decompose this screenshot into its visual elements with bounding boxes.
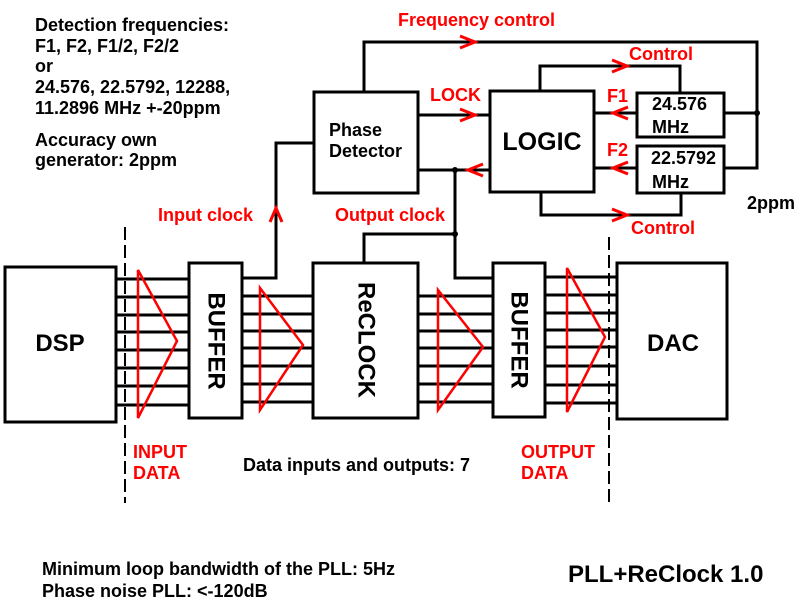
oscillator-accuracy-label: 2ppm xyxy=(747,193,795,213)
input-buffer-label: BUFFER xyxy=(203,292,230,389)
f2-arrow-icon xyxy=(608,160,629,176)
f1-arrow-icon xyxy=(608,105,629,121)
junction-dot xyxy=(452,167,458,173)
output-clock-arrow-icon xyxy=(463,162,484,178)
input-data-label: INPUT xyxy=(133,442,187,462)
oscillator-2-block: 22.5792 MHz xyxy=(635,144,726,195)
data-flow-triangle-icon xyxy=(565,267,607,413)
detection-line: 11.2896 MHz +-20ppm xyxy=(35,98,221,118)
data-flow-triangle-icon xyxy=(436,286,485,414)
control-top-arrow-icon xyxy=(611,58,632,74)
data-flow-triangle-icon xyxy=(258,284,305,415)
detection-line: 24.576, 22.5792, 12288, xyxy=(35,77,230,97)
logic-label: LOGIC xyxy=(502,128,581,156)
data-io-count-label: Data inputs and outputs: 7 xyxy=(243,455,470,475)
oscillator-2-unit: MHz xyxy=(652,172,689,192)
footer-line: Phase noise PLL: <-120dB xyxy=(42,581,268,601)
output-data-label: OUTPUT xyxy=(521,442,595,462)
frequency-control-label: Frequency control xyxy=(398,10,555,30)
accuracy-line: Accuracy own xyxy=(35,130,157,150)
input-buffer-block: BUFFER xyxy=(187,261,244,420)
data-flow-triangle-icon xyxy=(136,269,179,419)
oscillator-1-unit: MHz xyxy=(652,117,689,137)
output-clock-buffer-wire xyxy=(453,168,495,280)
phase-detector-block: Phase Detector xyxy=(312,90,420,195)
control-top-wire xyxy=(538,64,682,95)
input-data-label: DATA xyxy=(133,463,180,483)
input-clock-arrow-icon xyxy=(268,204,284,223)
oscillator-1-frequency: 24.576 xyxy=(652,94,707,114)
detection-line: F1, F2, F1/2, F2/2 xyxy=(35,36,179,56)
lock-label: LOCK xyxy=(430,85,481,105)
diagram-title: PLL+ReClock 1.0 xyxy=(568,561,763,588)
control-bottom-wire xyxy=(539,190,683,217)
logic-block: LOGIC xyxy=(488,89,596,194)
dsp-block: DSP xyxy=(3,265,118,424)
f2-label: F2 xyxy=(607,140,628,160)
control-bottom-arrow-icon xyxy=(611,207,632,223)
output-buffer-label: BUFFER xyxy=(506,291,533,388)
dac-block: DAC xyxy=(615,261,729,421)
f1-label: F1 xyxy=(607,86,628,106)
phase-detector-label: Phase xyxy=(329,120,382,140)
control-bottom-label: Control xyxy=(631,218,695,238)
frequency-control-wire xyxy=(362,40,759,170)
detection-line: or xyxy=(35,56,53,76)
lock-arrow-icon xyxy=(459,107,480,123)
footer-line: Minimum loop bandwidth of the PLL: 5Hz xyxy=(42,559,395,579)
bus-buffer-to-dac xyxy=(545,275,617,405)
output-data-label: DATA xyxy=(521,463,568,483)
reclock-block: ReCLOCK xyxy=(311,261,420,420)
output-clock-label: Output clock xyxy=(335,205,446,225)
detection-notes: Detection frequencies: F1, F2, F1/2, F2/… xyxy=(35,15,230,118)
dac-label: DAC xyxy=(647,330,699,357)
junction-dot xyxy=(754,110,760,116)
junction-dot xyxy=(452,231,458,237)
output-buffer-block: BUFFER xyxy=(491,261,547,419)
reclock-label: ReCLOCK xyxy=(353,282,380,399)
control-top-label: Control xyxy=(629,44,693,64)
output-clock-reclock-wire xyxy=(362,232,457,265)
dsp-label: DSP xyxy=(35,330,84,357)
oscillator-2-frequency: 22.5792 xyxy=(651,148,716,168)
accuracy-notes: Accuracy own generator: 2ppm xyxy=(35,130,177,170)
input-clock-label: Input clock xyxy=(158,205,254,225)
detection-line: Detection frequencies: xyxy=(35,15,229,35)
oscillator-1-block: 24.576 MHz xyxy=(635,91,726,139)
phase-detector-label: Detector xyxy=(329,141,402,161)
accuracy-line: generator: 2ppm xyxy=(35,150,177,170)
frequency-control-arrow-icon xyxy=(459,34,480,50)
